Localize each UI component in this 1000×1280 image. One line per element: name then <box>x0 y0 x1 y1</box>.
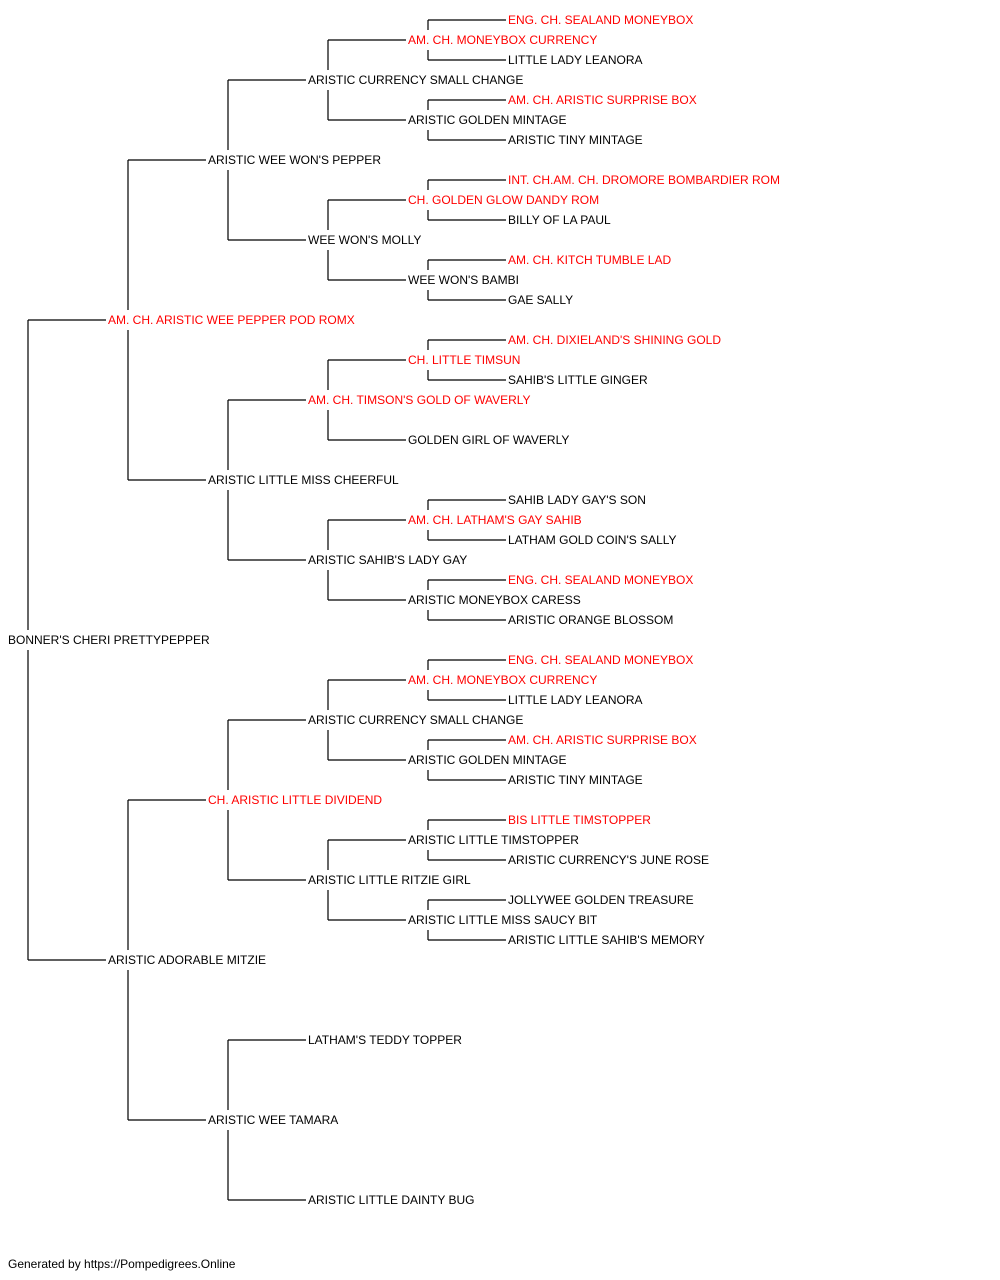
dog-name-label: GAE SALLY <box>508 293 573 307</box>
dog-name-label: ARISTIC WEE TAMARA <box>208 1113 338 1127</box>
champion-name-label: AM. CH. ARISTIC WEE PEPPER POD ROMX <box>108 313 355 327</box>
dog-name-label: ARISTIC LITTLE TIMSTOPPER <box>408 833 579 847</box>
dog-name-label: ARISTIC LITTLE SAHIB'S MEMORY <box>508 933 705 947</box>
dog-name-label: WEE WON'S BAMBI <box>408 273 519 287</box>
dog-name-label: ARISTIC TINY MINTAGE <box>508 773 643 787</box>
dog-name-label: ARISTIC TINY MINTAGE <box>508 133 643 147</box>
champion-name-label: AM. CH. TIMSON'S GOLD OF WAVERLY <box>308 393 531 407</box>
dog-name-label: LATHAM'S TEDDY TOPPER <box>308 1033 462 1047</box>
champion-name-label: CH. ARISTIC LITTLE DIVIDEND <box>208 793 382 807</box>
champion-name-label: CH. LITTLE TIMSUN <box>408 353 520 367</box>
dog-name-label: SAHIB'S LITTLE GINGER <box>508 373 648 387</box>
dog-name-label: LATHAM GOLD COIN'S SALLY <box>508 533 677 547</box>
dog-name-label: BONNER'S CHERI PRETTYPEPPER <box>8 633 210 647</box>
champion-name-label: ENG. CH. SEALAND MONEYBOX <box>508 653 693 667</box>
champion-name-label: CH. GOLDEN GLOW DANDY ROM <box>408 193 599 207</box>
champion-name-label: AM. CH. DIXIELAND'S SHINING GOLD <box>508 333 721 347</box>
dog-name-label: ARISTIC ADORABLE MITZIE <box>108 953 266 967</box>
champion-name-label: AM. CH. ARISTIC SURPRISE BOX <box>508 733 697 747</box>
dog-name-label: ARISTIC LITTLE RITZIE GIRL <box>308 873 471 887</box>
champion-name-label: BIS LITTLE TIMSTOPPER <box>508 813 651 827</box>
dog-name-label: BILLY OF LA PAUL <box>508 213 611 227</box>
dog-name-label: ARISTIC CURRENCY'S JUNE ROSE <box>508 853 709 867</box>
dog-name-label: LITTLE LADY LEANORA <box>508 53 643 67</box>
dog-name-label: ARISTIC MONEYBOX CARESS <box>408 593 581 607</box>
dog-name-label: GOLDEN GIRL OF WAVERLY <box>408 433 569 447</box>
dog-name-label: ARISTIC CURRENCY SMALL CHANGE <box>308 713 523 727</box>
champion-name-label: AM. CH. MONEYBOX CURRENCY <box>408 33 597 47</box>
dog-name-label: ARISTIC WEE WON'S PEPPER <box>208 153 381 167</box>
dog-name-label: ARISTIC SAHIB'S LADY GAY <box>308 553 467 567</box>
champion-name-label: AM. CH. MONEYBOX CURRENCY <box>408 673 597 687</box>
dog-name-label: ARISTIC LITTLE DAINTY BUG <box>308 1193 474 1207</box>
dog-name-label: JOLLYWEE GOLDEN TREASURE <box>508 893 694 907</box>
dog-name-label: LITTLE LADY LEANORA <box>508 693 643 707</box>
champion-name-label: AM. CH. KITCH TUMBLE LAD <box>508 253 671 267</box>
pedigree-tree: BONNER'S CHERI PRETTYPEPPER AM. CH. ARIST… <box>8 13 780 1207</box>
champion-name-label: AM. CH. ARISTIC SURPRISE BOX <box>508 93 697 107</box>
champion-name-label: ENG. CH. SEALAND MONEYBOX <box>508 573 693 587</box>
dog-name-label: SAHIB LADY GAY'S SON <box>508 493 646 507</box>
dog-name-label: ARISTIC GOLDEN MINTAGE <box>408 753 566 767</box>
dog-name-label: ARISTIC CURRENCY SMALL CHANGE <box>308 73 523 87</box>
champion-name-label: AM. CH. LATHAM'S GAY SAHIB <box>408 513 582 527</box>
footer-credit: Generated by https://Pompedigrees.Online <box>8 1257 236 1271</box>
dog-name-label: ARISTIC GOLDEN MINTAGE <box>408 113 566 127</box>
champion-name-label: INT. CH.AM. CH. DROMORE BOMBARDIER ROM <box>508 173 780 187</box>
champion-name-label: ENG. CH. SEALAND MONEYBOX <box>508 13 693 27</box>
dog-name-label: ARISTIC LITTLE MISS SAUCY BIT <box>408 913 598 927</box>
dog-name-label: ARISTIC ORANGE BLOSSOM <box>508 613 673 627</box>
dog-name-label: ARISTIC LITTLE MISS CHEERFUL <box>208 473 399 487</box>
dog-name-label: WEE WON'S MOLLY <box>308 233 421 247</box>
